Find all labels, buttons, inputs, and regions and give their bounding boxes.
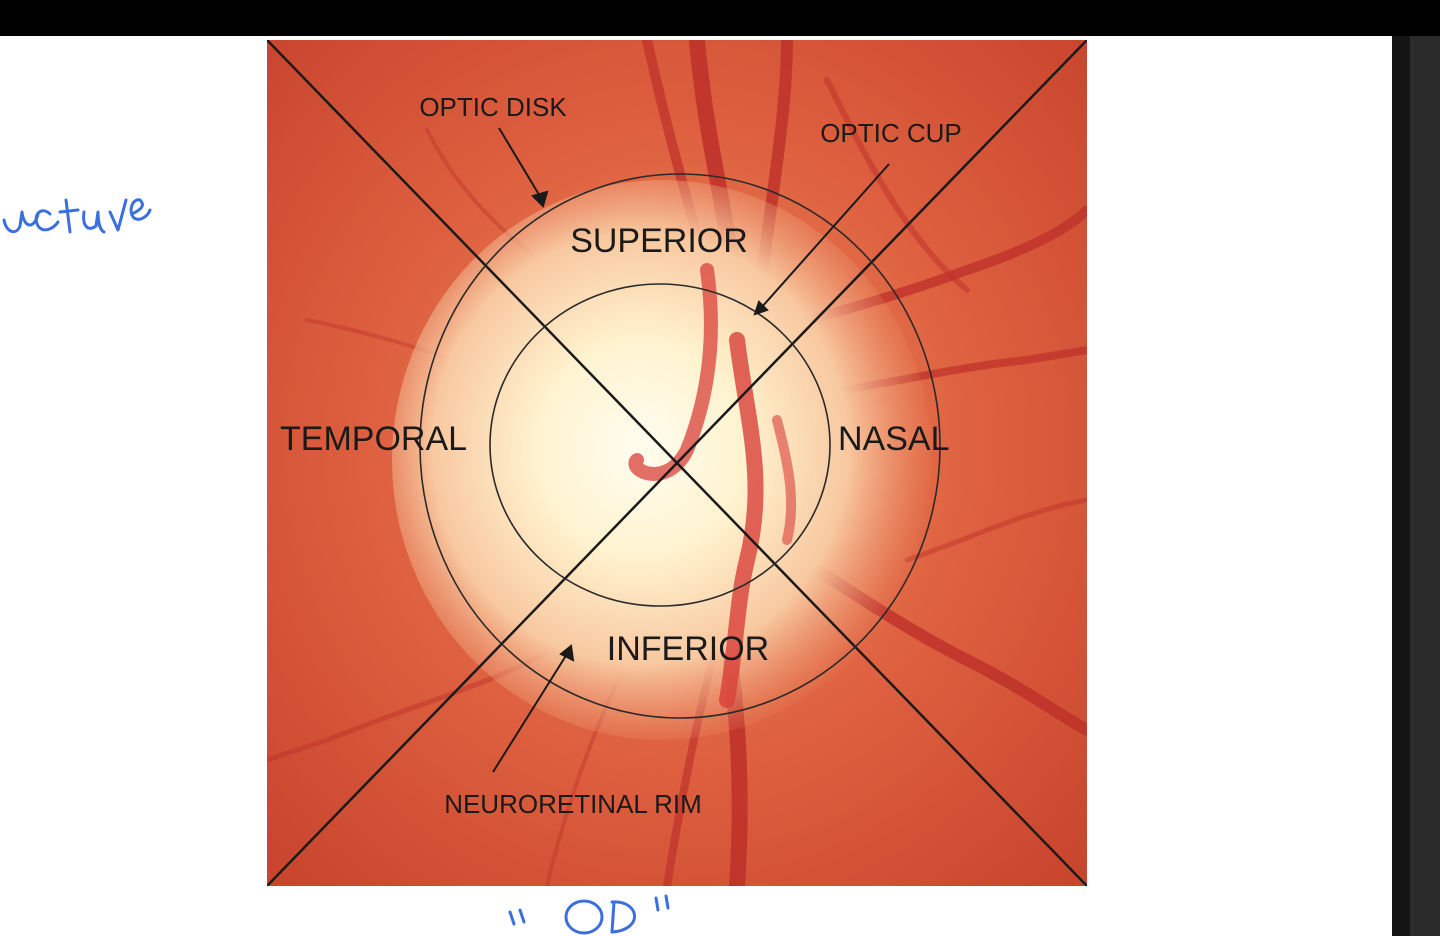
handwritten-note-left	[2, 198, 152, 234]
optic-disk-arrow	[498, 127, 542, 199]
optic-cup-circle	[489, 283, 831, 607]
optic-disk-circle	[419, 173, 941, 719]
label-optic-cup: OPTIC CUP	[820, 118, 962, 148]
optic-cup-arrowhead	[753, 300, 769, 316]
handwritten-od-label	[508, 894, 670, 935]
label-optic-disk: OPTIC DISK	[419, 92, 567, 122]
fundus-svg: OPTIC DISK OPTIC CUP SUPERIOR TEMPORAL N…	[267, 40, 1087, 886]
pointer-arrows	[492, 127, 890, 773]
label-temporal: TEMPORAL	[280, 420, 467, 458]
label-inferior: INFERIOR	[607, 630, 769, 668]
label-nasal: NASAL	[838, 420, 950, 458]
optic-disc-glow	[392, 180, 932, 740]
right-side-panel	[1392, 36, 1440, 936]
label-neuroretinal-rim: NEURORETINAL RIM	[444, 789, 702, 819]
optic-cup-arrow	[760, 163, 890, 309]
neuroretinal-rim-arrow	[492, 653, 568, 773]
neuroretinal-rim-arrowhead	[559, 644, 575, 662]
fundus-diagram: OPTIC DISK OPTIC CUP SUPERIOR TEMPORAL N…	[267, 40, 1087, 886]
disc-vessels	[628, 263, 797, 708]
top-black-bar	[0, 0, 1440, 36]
label-superior: SUPERIOR	[570, 222, 748, 260]
diagonal-line-tr-bl	[267, 40, 1087, 886]
handwriting-layer	[2, 198, 670, 935]
optic-disk-arrowhead	[531, 190, 549, 208]
side-panel-edge	[1392, 36, 1410, 936]
